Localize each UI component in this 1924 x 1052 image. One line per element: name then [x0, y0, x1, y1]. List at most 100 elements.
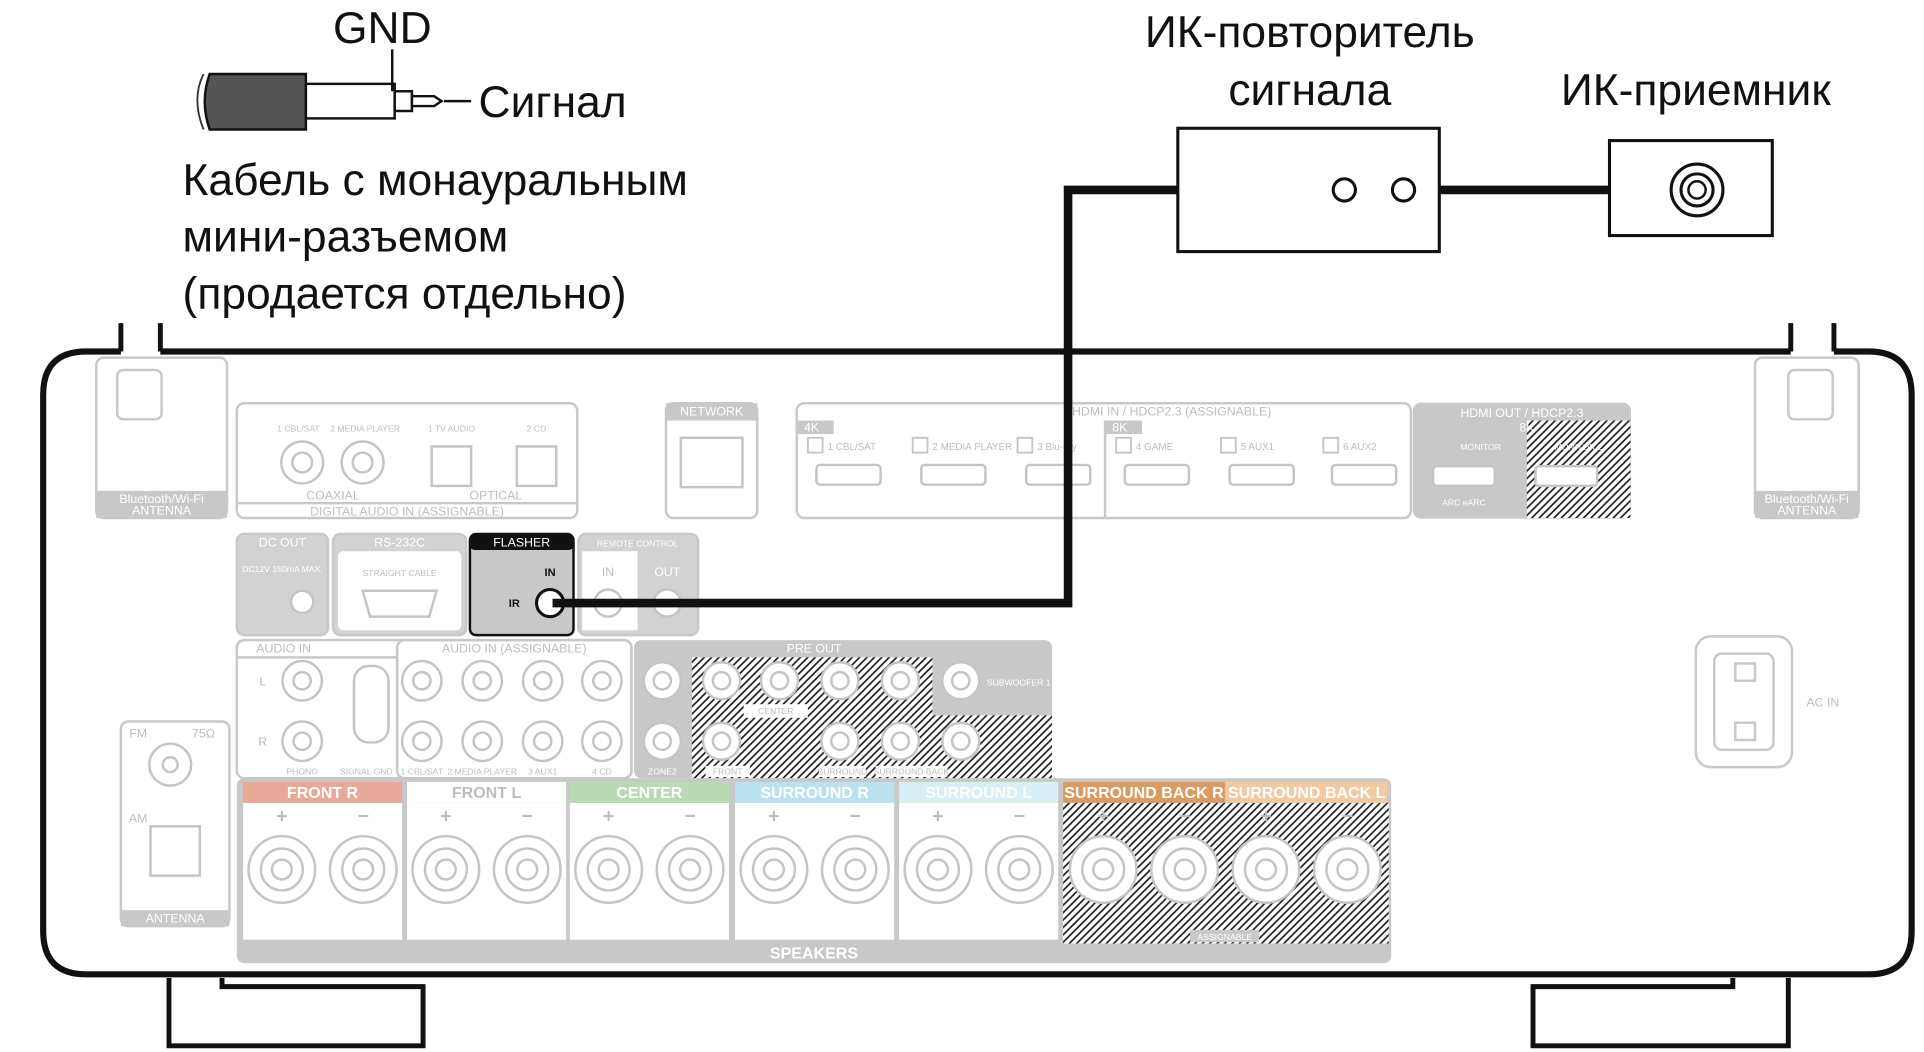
hdmi-in-jack-icon [1330, 463, 1398, 486]
bt-antenna-label: ANTENNA [132, 503, 192, 517]
ir-repeater-title-line1: ИК-повторитель [1145, 8, 1475, 57]
cable-caption-line3: (продается отдельно) [183, 269, 627, 318]
ir-repeater-box [1176, 126, 1441, 254]
speaker-channel-label: SURROUND R [760, 784, 869, 802]
hdmi-port-number [1115, 436, 1132, 454]
foot-right [1530, 978, 1791, 1049]
svg-text:AM: AM [129, 812, 148, 826]
speaker-terminal-front-l: FRONT L+− [407, 781, 567, 940]
speaker-terminal-center: CENTER+ − [569, 781, 729, 940]
hdmi-in-jack-icon [1228, 463, 1295, 486]
bt-antenna-left: Bluetooth/Wi-Fi ANTENNA [94, 356, 229, 520]
hdmi-port-label: 5 AUX1 [1241, 442, 1274, 453]
svg-text:MONITOR 2: MONITOR 2 [1555, 442, 1603, 452]
am-antenna-terminal-icon [149, 825, 202, 877]
svg-text:FLASHER: FLASHER [493, 535, 550, 549]
svg-text:DC12V 150mA MAX.: DC12V 150mA MAX. [242, 564, 323, 574]
hdmi-port-number [911, 436, 929, 454]
hdmi-in-jack-icon [815, 463, 882, 486]
svg-text:AC IN: AC IN [1806, 696, 1839, 710]
pre-out-panel: PRE OUT ZONE2 FRONT CENTER SURROUND SURR… [633, 640, 1053, 779]
dc-out-panel: DC OUT DC12V 150mA MAX. [235, 532, 330, 637]
minus-icon: − [522, 806, 534, 828]
svg-text:PHONO: PHONO [286, 767, 318, 777]
ir-repeater-title-line2: сигнала [1228, 66, 1391, 115]
db9-port-icon [360, 589, 439, 618]
remote-control-panel: REMOTE CONTROL IN OUT [577, 532, 700, 637]
minus-icon: − [357, 806, 369, 828]
svg-text:PRE OUT: PRE OUT [787, 641, 842, 655]
svg-text:2 CD: 2 CD [527, 424, 547, 434]
ethernet-jack-icon [679, 436, 744, 489]
plus-icon: + [1260, 806, 1272, 828]
speaker-channel-label: SURROUND BACK L [1228, 784, 1386, 802]
ir-flasher-cable [552, 185, 1178, 608]
svg-text:DC OUT: DC OUT [259, 535, 307, 549]
plus-icon: + [932, 806, 944, 828]
cable-caption-line2: мини-разъемом [183, 213, 509, 262]
antenna-panel: FM 75Ω AM ANTENNA [119, 720, 231, 928]
svg-text:L: L [259, 675, 266, 689]
hdmi-port-label: 4 GAME [1136, 442, 1174, 453]
gnd-label: GND [333, 4, 432, 53]
hdmi-port-label: 3 Blu-ray [1037, 442, 1077, 453]
svg-text:OPTICAL: OPTICAL [469, 488, 522, 502]
av-receiver-rear-panel [40, 323, 1915, 1049]
svg-text:MONITOR: MONITOR [1460, 442, 1501, 452]
svg-text:CENTER: CENTER [758, 706, 793, 716]
audio-input-label: 1 CBL/SAT [401, 767, 444, 777]
hdmi-in-jack-icon [920, 463, 987, 486]
speaker-channel-label: SURROUND L [925, 784, 1032, 802]
svg-text:HDMI IN / HDCP2.3 (ASSIGNABLE): HDMI IN / HDCP2.3 (ASSIGNABLE) [1072, 405, 1271, 419]
speaker-channel-label: CENTER [616, 784, 682, 802]
hdmi-out-jack-icon [1534, 464, 1599, 488]
svg-text:AUDIO IN: AUDIO IN [256, 641, 311, 655]
optical-jack-icon [515, 445, 558, 488]
minus-icon: − [1014, 806, 1026, 828]
signal-gnd-terminal-icon [352, 664, 390, 744]
minus-icon: − [684, 806, 696, 828]
repeater-jack-icon [1331, 177, 1357, 203]
svg-text:8K: 8K [1519, 421, 1535, 435]
bt-antenna-label: Bluetooth/Wi-Fi [119, 492, 203, 506]
speaker-terminal-front-r: FRONT R+− [242, 781, 403, 940]
ir-receiver-title: ИК-приемник [1561, 66, 1831, 115]
svg-text:HDMI OUT / HDCP2.3: HDMI OUT / HDCP2.3 [1460, 406, 1583, 420]
speaker-terminal-surround-r: SURROUND R+− [735, 781, 895, 940]
plus-icon: + [276, 806, 288, 828]
rs232c-panel: RS-232C STRAIGHT CABLE [331, 532, 468, 637]
svg-text:SPEAKERS: SPEAKERS [770, 944, 858, 962]
dc-jack-icon [289, 589, 315, 615]
optical-jack-icon [430, 445, 473, 488]
svg-text:IN: IN [545, 567, 556, 579]
svg-text:STRAIGHT CABLE: STRAIGHT CABLE [363, 568, 437, 578]
svg-text:SURROUND: SURROUND [817, 767, 867, 777]
svg-text:ASSIGNABLE: ASSIGNABLE [1197, 932, 1252, 942]
svg-text:SURROUND BACK: SURROUND BACK [874, 767, 950, 777]
audio-input-label: 2 MEDIA PLAYER [447, 767, 517, 777]
svg-text:AUDIO IN (ASSIGNABLE): AUDIO IN (ASSIGNABLE) [442, 641, 587, 655]
hdmi-port-number [806, 436, 824, 454]
svg-text:IR: IR [509, 598, 520, 610]
svg-text:1 TV AUDIO: 1 TV AUDIO [428, 424, 476, 434]
svg-text:FRONT: FRONT [713, 767, 743, 777]
bt-antenna-label: ANTENNA [1777, 503, 1837, 517]
speaker-terminal-surround-back-r: SURROUND BACK R+− [1063, 781, 1225, 905]
svg-text:SUBWOOFER 1: SUBWOOFER 1 [987, 678, 1051, 688]
svg-text:R: R [258, 735, 267, 749]
audio-input-label: 4 CD [592, 767, 612, 777]
speaker-channel-label: SURROUND BACK R [1064, 784, 1224, 802]
svg-text:ANTENNA: ANTENNA [146, 912, 206, 926]
hdmi-port-number [1322, 436, 1340, 454]
speaker-terminal-surround-back-l: SURROUND BACK L+− [1225, 781, 1388, 905]
minus-icon: − [850, 806, 862, 828]
hdmi-port-label: 1 CBL/SAT [828, 442, 877, 453]
hdmi-port-label: 6 AUX2 [1343, 442, 1376, 453]
hdmi-in-panel: HDMI IN / HDCP2.3 (ASSIGNABLE) 4K 8K 1 C… [795, 402, 1413, 520]
svg-text:8K: 8K [1112, 421, 1128, 435]
hdmi-in-jack-icon [1024, 463, 1092, 486]
plus-icon: + [440, 806, 452, 828]
network-port: NETWORK [664, 402, 759, 520]
flasher-panel: FLASHER IN IR [468, 532, 575, 637]
plus-icon: + [603, 806, 615, 828]
